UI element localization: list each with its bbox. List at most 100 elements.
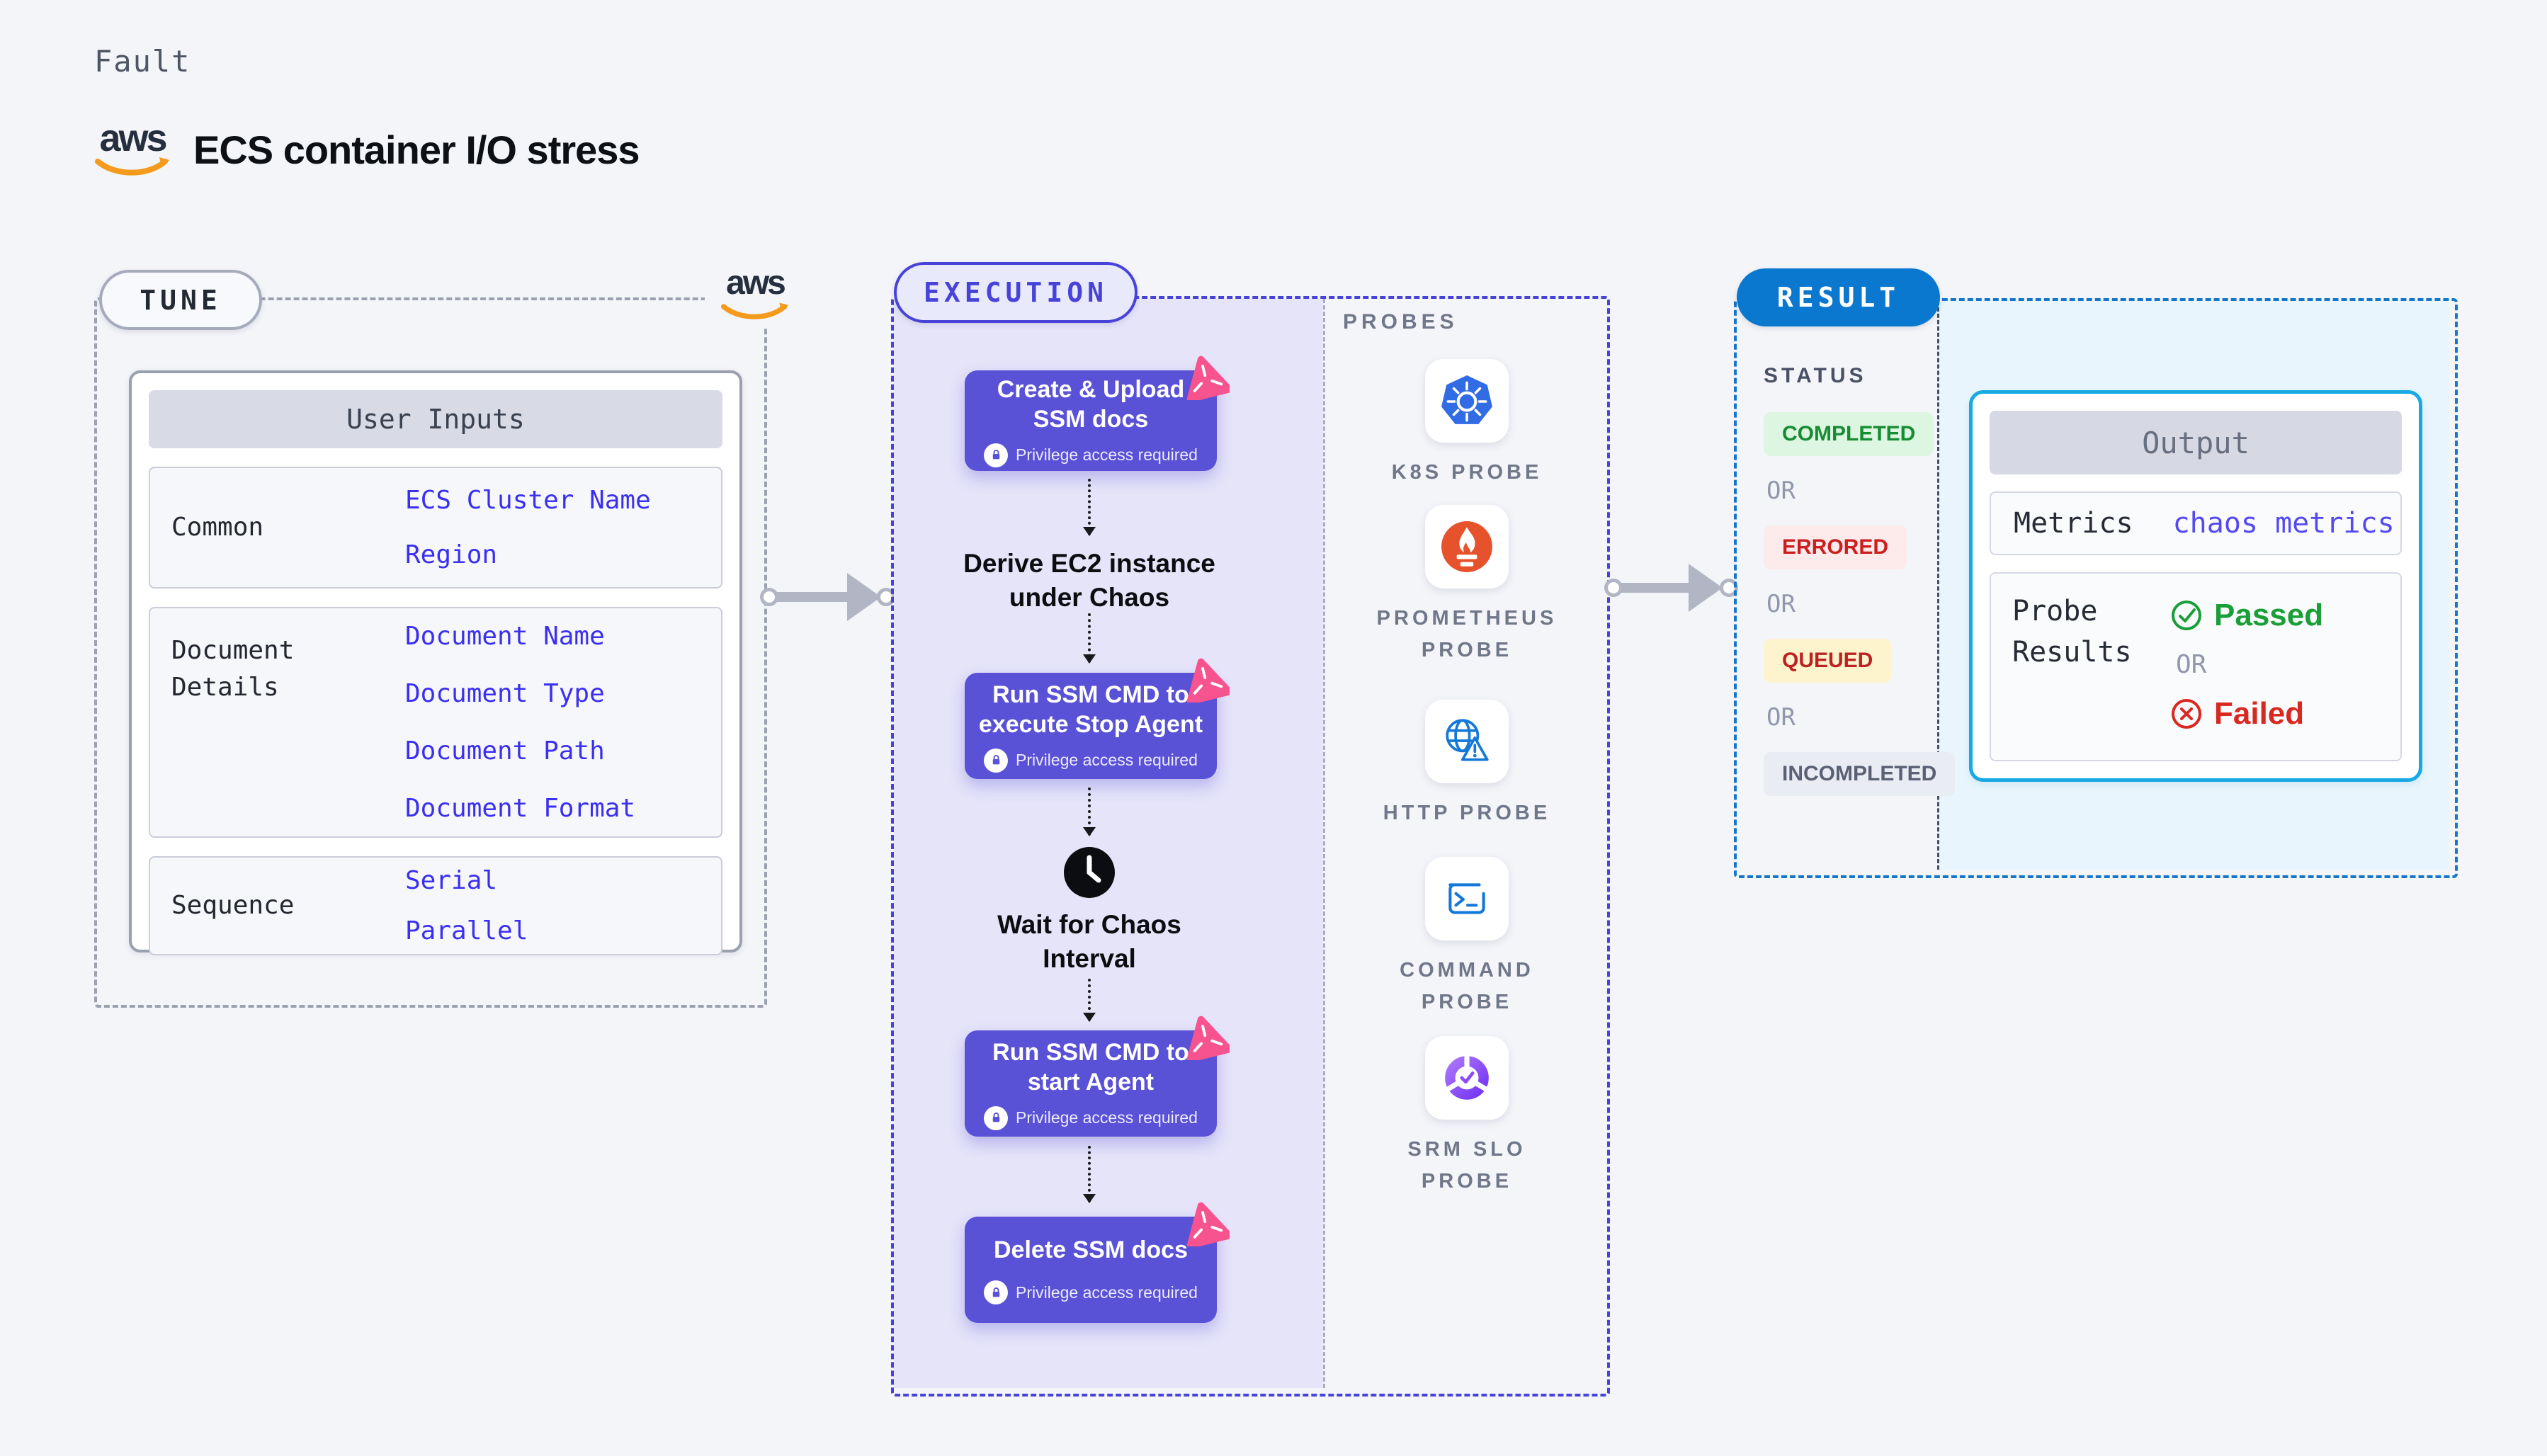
privilege-text: Privilege access required — [1016, 1108, 1198, 1127]
privilege-note: Privilege access required — [984, 748, 1198, 773]
execution-badge: EXECUTION — [894, 262, 1138, 323]
privilege-text: Privilege access required — [1016, 1282, 1198, 1302]
status-badge-incompleted: INCOMPLETED — [1764, 752, 1956, 796]
flow-arrow-down — [1083, 787, 1096, 836]
status-badge-errored: ERRORED — [1764, 525, 1907, 569]
input-value: Document Path — [405, 736, 605, 766]
user-inputs-row-common: Common ECS Cluster Name Region — [149, 467, 722, 588]
probe-card-srm-slo — [1425, 1036, 1509, 1120]
metrics-value: chaos metrics — [2172, 507, 2395, 540]
globe-warning-icon — [1446, 719, 1489, 761]
step-derive-ec2-instance: Derive EC2 instance under Chaos — [963, 549, 1215, 613]
connector-arrowhead — [1689, 564, 1723, 612]
status-badge-queued: QUEUED — [1764, 639, 1892, 683]
lock-icon — [984, 1105, 1009, 1130]
probe-result-failed: Failed — [2170, 696, 2323, 732]
output-card: Output Metrics chaos metrics Probe Resul… — [1969, 390, 2422, 782]
step-delete-ssm-docs: Delete SSM docs Privilege access require… — [965, 1202, 1230, 1323]
slo-donut-check-icon — [1445, 1055, 1489, 1100]
flow-arrow-down — [1083, 479, 1096, 536]
probe-label: SRM SLO PROBE — [1407, 1138, 1526, 1193]
aws-logo: aws — [94, 119, 171, 180]
step-title: Create & Upload SSM docs — [997, 375, 1185, 433]
connector-dot — [760, 588, 778, 606]
kubernetes-icon — [1441, 375, 1492, 424]
probe-card-command — [1425, 857, 1509, 940]
status-output-divider — [1937, 301, 1939, 870]
probe-card-prometheus — [1425, 505, 1509, 588]
aws-wordmark: aws — [99, 117, 167, 159]
probe-card-http — [1425, 700, 1509, 783]
status-or: OR — [1766, 477, 1796, 505]
connector-bar — [1621, 583, 1690, 593]
input-value: Document Name — [405, 622, 605, 651]
result-section-frame — [1734, 298, 2458, 878]
input-value: Serial — [405, 866, 498, 895]
status-column: COMPLETED OR ERRORED OR QUEUED OR INCOMP… — [1764, 412, 1956, 796]
row-label: Sequence — [171, 890, 295, 920]
tune-section-frame — [94, 297, 767, 1008]
probes-heading: PROBES — [1343, 310, 1458, 334]
probe-results-row: Probe Results Passed OR Faile — [1990, 572, 2402, 761]
probe-results-values: Passed OR Failed — [2157, 574, 2323, 760]
privilege-note: Privilege access required — [984, 1280, 1198, 1305]
privilege-text: Privilege access required — [1016, 751, 1198, 769]
connector-bar — [776, 592, 849, 602]
step-title: Run SSM CMD to start Agent — [992, 1038, 1189, 1096]
input-value: Document Format — [405, 794, 636, 823]
input-value: Parallel — [405, 916, 528, 945]
step-run-ssm-cmd-start-agent: Run SSM CMD to start Agent Privilege acc… — [965, 1016, 1230, 1137]
flow-arrow-down — [1083, 979, 1096, 1022]
status-heading: STATUS — [1764, 364, 1867, 387]
user-inputs-row-sequence: Sequence Serial Parallel — [149, 856, 722, 955]
probe-label: HTTP PROBE — [1383, 802, 1551, 824]
status-or: OR — [1766, 703, 1796, 732]
lock-icon — [984, 1280, 1009, 1305]
tune-badge: TUNE — [99, 270, 262, 330]
privilege-text: Privilege access required — [1016, 445, 1198, 464]
aws-smile-icon — [95, 157, 169, 176]
chaos-fault-icon — [1186, 1202, 1230, 1246]
flow-arrow-down — [1083, 613, 1096, 664]
flow-arrow-down — [1083, 1146, 1096, 1203]
chaos-fault-icon — [1186, 1016, 1230, 1060]
step-title: Delete SSM docs — [994, 1236, 1188, 1263]
aws-smile-icon — [720, 302, 789, 319]
probe-results-or: OR — [2176, 650, 2207, 679]
aws-wordmark: aws — [726, 264, 786, 302]
execution-probes-divider — [1323, 299, 1325, 1388]
status-or: OR — [1766, 590, 1796, 618]
input-value: ECS Cluster Name — [405, 486, 651, 515]
probe-result-passed: Passed — [2170, 598, 2323, 633]
probe-label: K8S PROBE — [1391, 461, 1543, 484]
execution-flow-panel — [894, 299, 1323, 1388]
status-badge-completed: COMPLETED — [1764, 412, 1934, 456]
title-row: aws ECS container I/O stress — [94, 119, 640, 180]
chaos-fault-icon — [1186, 658, 1230, 703]
row-label: Common — [171, 512, 264, 542]
prometheus-icon — [1441, 521, 1492, 572]
row-values: Document Name Document Type Document Pat… — [363, 608, 721, 836]
probe-label: PROMETHEUS PROBE — [1376, 607, 1558, 661]
probe-label: COMMAND PROBE — [1400, 959, 1534, 1013]
privilege-note: Privilege access required — [984, 1105, 1198, 1130]
connector-dot — [1604, 579, 1623, 597]
row-values: Serial Parallel — [363, 858, 721, 954]
terminal-icon — [1448, 883, 1485, 914]
lock-icon — [984, 748, 1009, 773]
passed-label: Passed — [2214, 598, 2324, 632]
probe-results-label: Probe Results — [2012, 595, 2132, 669]
user-inputs-card: User Inputs Common ECS Cluster Name Regi… — [129, 370, 742, 955]
input-value: Region — [405, 540, 498, 569]
probe-card-k8s — [1425, 359, 1509, 443]
output-title: Output — [1990, 411, 2402, 474]
row-values: ECS Cluster Name Region — [363, 468, 721, 587]
connector-arrowhead — [847, 573, 881, 621]
execution-section-frame — [891, 296, 1610, 1397]
aws-logo-corner: aws — [705, 261, 805, 326]
step-create-upload-ssm-docs: Create & Upload SSM docs Privilege acces… — [965, 356, 1230, 471]
failed-label: Failed — [2214, 696, 2305, 731]
step-title: Run SSM CMD to execute Stop Agent — [978, 681, 1203, 739]
user-inputs-title: User Inputs — [149, 390, 722, 448]
